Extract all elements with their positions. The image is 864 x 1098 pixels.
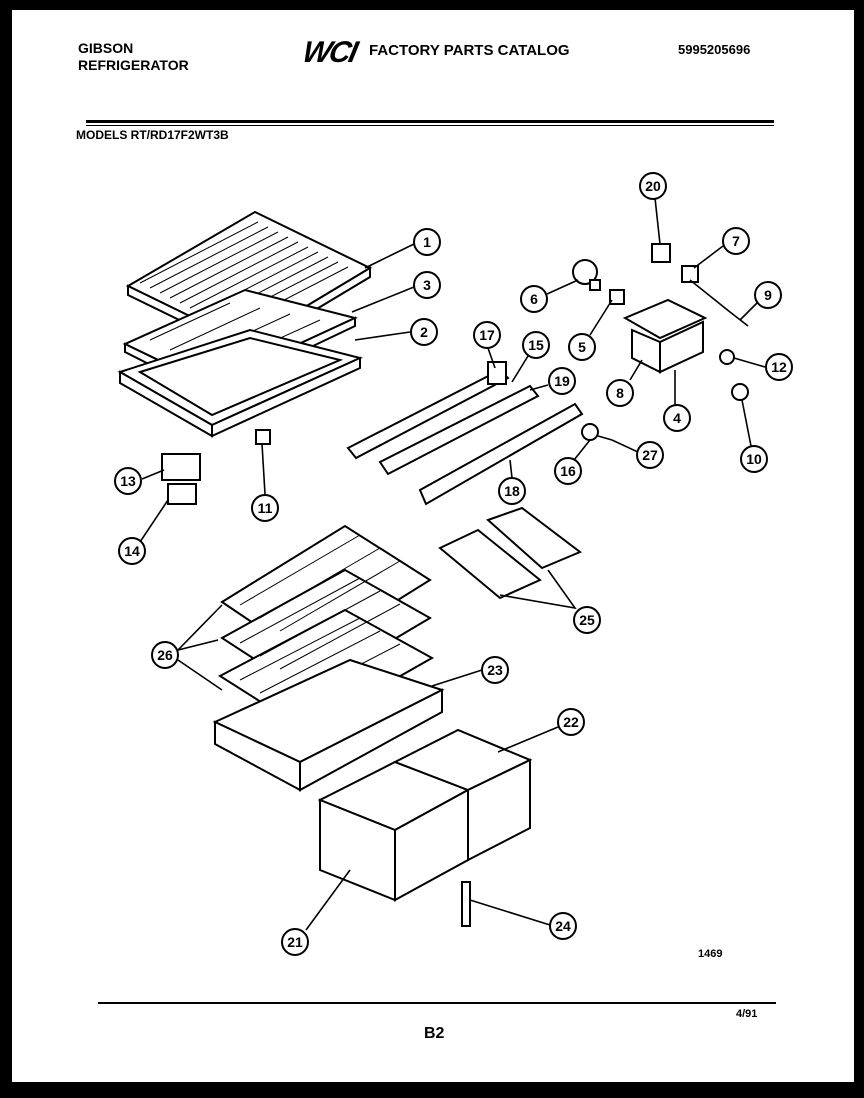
svg-text:16: 16 <box>560 463 576 479</box>
models-label: MODELS RT/RD17F2WT3B <box>76 128 229 142</box>
callout-27: 27 <box>636 441 664 469</box>
svg-text:14: 14 <box>124 543 140 559</box>
revision-date: 4/91 <box>736 1008 758 1020</box>
svg-text:4: 4 <box>673 410 681 426</box>
svg-text:11: 11 <box>258 500 273 516</box>
drawing-number: 1469 <box>698 948 723 960</box>
callout-24: 24 <box>549 912 577 940</box>
callout-1: 1 <box>413 228 441 256</box>
svg-text:25: 25 <box>579 612 595 628</box>
svg-text:2: 2 <box>420 324 428 340</box>
svg-text:3: 3 <box>423 277 431 293</box>
callout-16: 16 <box>554 457 582 485</box>
svg-text:19: 19 <box>554 373 570 389</box>
callout-12: 12 <box>765 353 793 381</box>
callout-19: 19 <box>548 367 576 395</box>
callout-13: 13 <box>114 467 142 495</box>
header-rule-bottom <box>86 125 774 126</box>
svg-text:17: 17 <box>479 327 495 343</box>
svg-text:9: 9 <box>764 287 772 303</box>
svg-text:22: 22 <box>563 714 579 730</box>
callout-7: 7 <box>722 227 750 255</box>
callout-3: 3 <box>413 271 441 299</box>
callout-18: 18 <box>498 477 526 505</box>
svg-text:18: 18 <box>504 483 520 499</box>
svg-text:24: 24 <box>555 918 571 934</box>
callout-5: 5 <box>568 333 596 361</box>
part-crisper-pans <box>317 728 533 927</box>
header-rule-top <box>86 120 774 123</box>
part-ice-trays <box>438 506 582 600</box>
callout-2: 2 <box>410 318 438 346</box>
callout-22: 22 <box>557 708 585 736</box>
callout-20: 20 <box>639 172 667 200</box>
svg-text:27: 27 <box>642 447 658 463</box>
svg-text:7: 7 <box>732 233 740 249</box>
svg-text:8: 8 <box>616 385 624 401</box>
callout-leaders <box>139 197 766 931</box>
catalog-number: 5995205696 <box>678 42 751 57</box>
callout-15: 15 <box>522 331 550 359</box>
svg-text:6: 6 <box>530 291 538 307</box>
part-frame <box>117 328 364 438</box>
callout-8: 8 <box>606 379 634 407</box>
page-number: B2 <box>424 1025 445 1042</box>
svg-text:13: 13 <box>120 473 136 489</box>
svg-text:20: 20 <box>645 178 661 194</box>
svg-text:21: 21 <box>287 934 303 950</box>
footer-rule <box>98 1002 776 1004</box>
callout-21: 21 <box>281 928 309 956</box>
callout-11: 11 <box>251 494 279 522</box>
part-light-assembly <box>572 243 749 401</box>
callout-23: 23 <box>481 656 509 684</box>
callout-17: 17 <box>473 321 501 349</box>
callout-10: 10 <box>740 445 768 473</box>
brand-name: GIBSON <box>78 40 134 56</box>
part-crisper-cover <box>212 658 445 792</box>
svg-text:10: 10 <box>746 451 762 467</box>
svg-text:5: 5 <box>578 339 586 355</box>
callout-9: 9 <box>754 281 782 309</box>
svg-text:1: 1 <box>423 234 431 250</box>
svg-text:15: 15 <box>528 337 544 353</box>
svg-text:23: 23 <box>487 662 503 678</box>
product-type: REFRIGERATOR <box>78 57 189 73</box>
part-small-brackets <box>161 429 271 505</box>
catalog-title: FACTORY PARTS CATALOG <box>369 42 570 59</box>
part-brackets <box>346 361 613 506</box>
callout-14: 14 <box>118 537 146 565</box>
callout-6: 6 <box>520 285 548 313</box>
callout-25: 25 <box>573 606 601 634</box>
callout-26: 26 <box>151 641 179 669</box>
svg-text:12: 12 <box>771 359 787 375</box>
svg-text:26: 26 <box>157 647 173 663</box>
catalog-sheet <box>12 10 854 1082</box>
callout-4: 4 <box>663 404 691 432</box>
